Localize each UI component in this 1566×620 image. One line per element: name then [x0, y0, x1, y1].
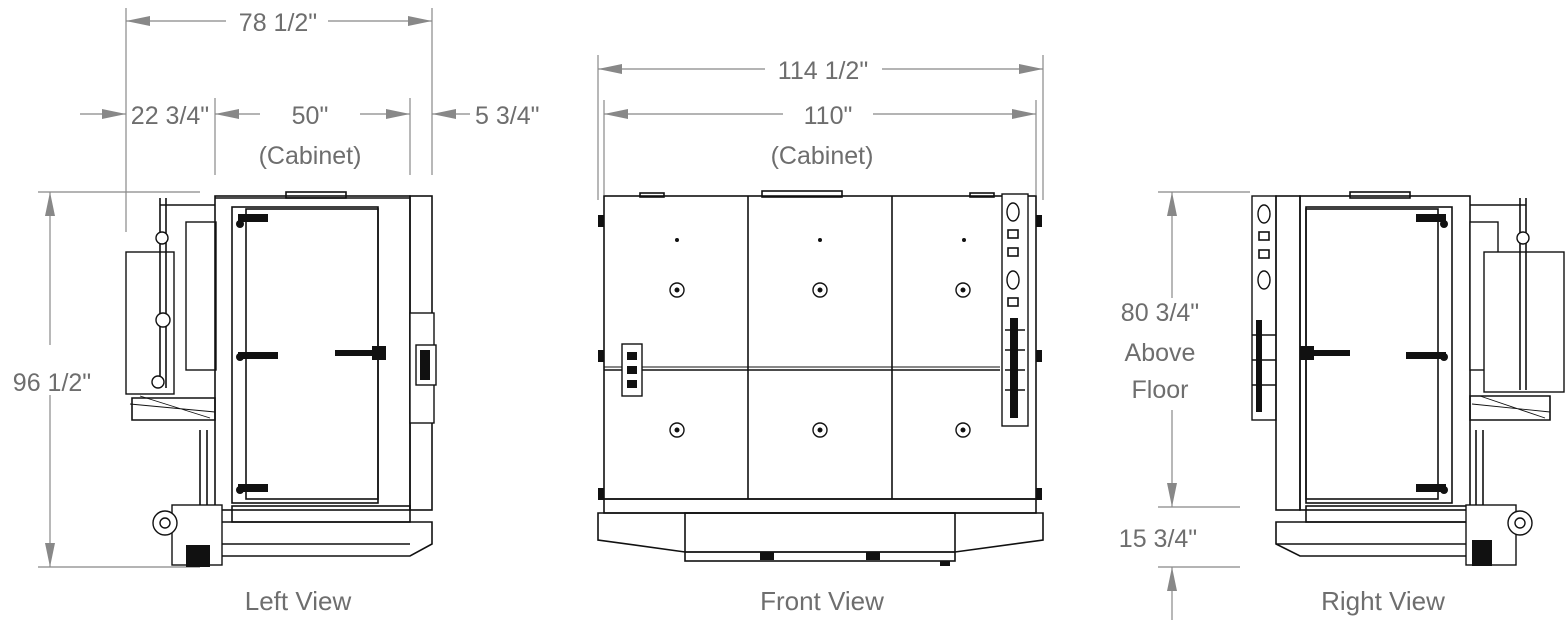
dim-right-height-floor: Floor	[1132, 376, 1189, 404]
dim-right-height-value: 80 3/4"	[1121, 299, 1199, 327]
dim-left-front-offset: 22 3/4"	[131, 102, 209, 130]
dim-left-rear-offset: 5 3/4"	[475, 102, 539, 130]
left-view-dimensions: 78 1/2" 22 3/4" 50" (Cabinet) 5 3/4" 96 …	[13, 8, 539, 568]
cabinet-base	[597, 512, 1044, 553]
caption-front-view: Front View	[760, 586, 884, 616]
cabinet-base	[1275, 521, 1471, 557]
right-view-drawing	[1251, 191, 1565, 566]
control-box	[1483, 251, 1565, 393]
front-view-dimensions: 114 1/2" 110" (Cabinet)	[597, 55, 1044, 200]
right-view-dimensions: 80 3/4" Above Floor 15 3/4"	[1119, 191, 1250, 620]
dim-right-base-height: 15 3/4"	[1119, 525, 1197, 553]
dim-left-cabinet-depth: 50"	[292, 102, 329, 130]
dim-right-height-above: Above	[1125, 339, 1196, 367]
caption-left-view: Left View	[245, 586, 352, 616]
dim-overall-height: 96 1/2"	[13, 369, 91, 397]
left-view-drawing	[125, 191, 437, 567]
dim-front-cabinet-label: (Cabinet)	[771, 142, 874, 170]
dim-left-cabinet-label: (Cabinet)	[259, 142, 362, 170]
electrical-column	[1251, 195, 1277, 421]
panel-latch	[669, 282, 971, 438]
cabinet-base	[203, 521, 433, 557]
dim-front-overall-width: 114 1/2"	[778, 57, 868, 85]
dim-front-cabinet-width: 110"	[804, 102, 853, 130]
front-view-drawing	[597, 190, 1044, 566]
dim-left-overall-width: 78 1/2"	[239, 9, 317, 37]
caption-right-view: Right View	[1321, 586, 1445, 616]
